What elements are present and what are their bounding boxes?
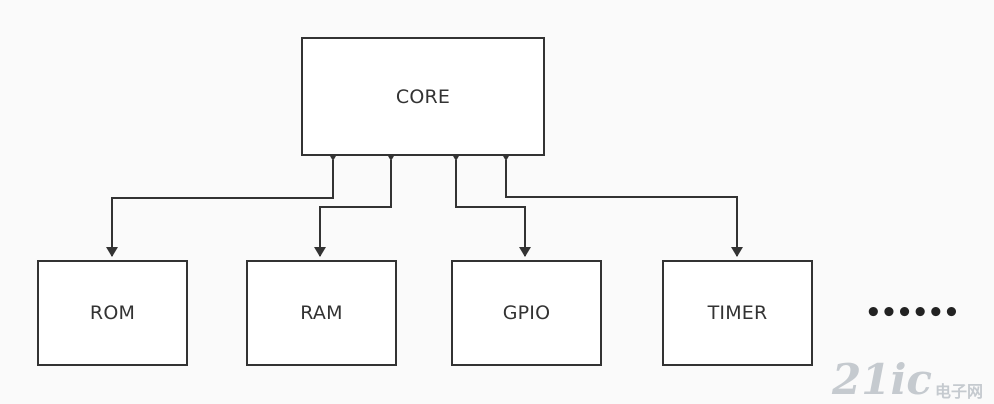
gpio-core-link bbox=[450, 151, 531, 257]
rom-label: ROM bbox=[89, 302, 136, 324]
timer-core-link bbox=[500, 151, 743, 257]
watermark-line1: 电子网 bbox=[934, 382, 983, 401]
gpio-label: GPIO bbox=[502, 302, 551, 324]
core-label: CORE bbox=[395, 85, 451, 108]
rom-core-link bbox=[106, 151, 339, 257]
more-peripherals-ellipsis: •••••• bbox=[865, 298, 960, 328]
timer-label: TIMER bbox=[707, 302, 768, 324]
gpio-block: GPIO bbox=[451, 260, 602, 366]
watermark-logo: 21ic 电子网 bbox=[832, 355, 992, 401]
ram-core-link bbox=[314, 151, 397, 257]
watermark-text: 电子网 bbox=[935, 383, 983, 401]
ram-label: RAM bbox=[300, 302, 343, 324]
watermark-number: 21ic bbox=[832, 355, 932, 404]
timer-block: TIMER bbox=[662, 260, 813, 366]
core-block: CORE bbox=[301, 37, 545, 156]
rom-block: ROM bbox=[37, 260, 188, 366]
ram-block: RAM bbox=[246, 260, 397, 366]
